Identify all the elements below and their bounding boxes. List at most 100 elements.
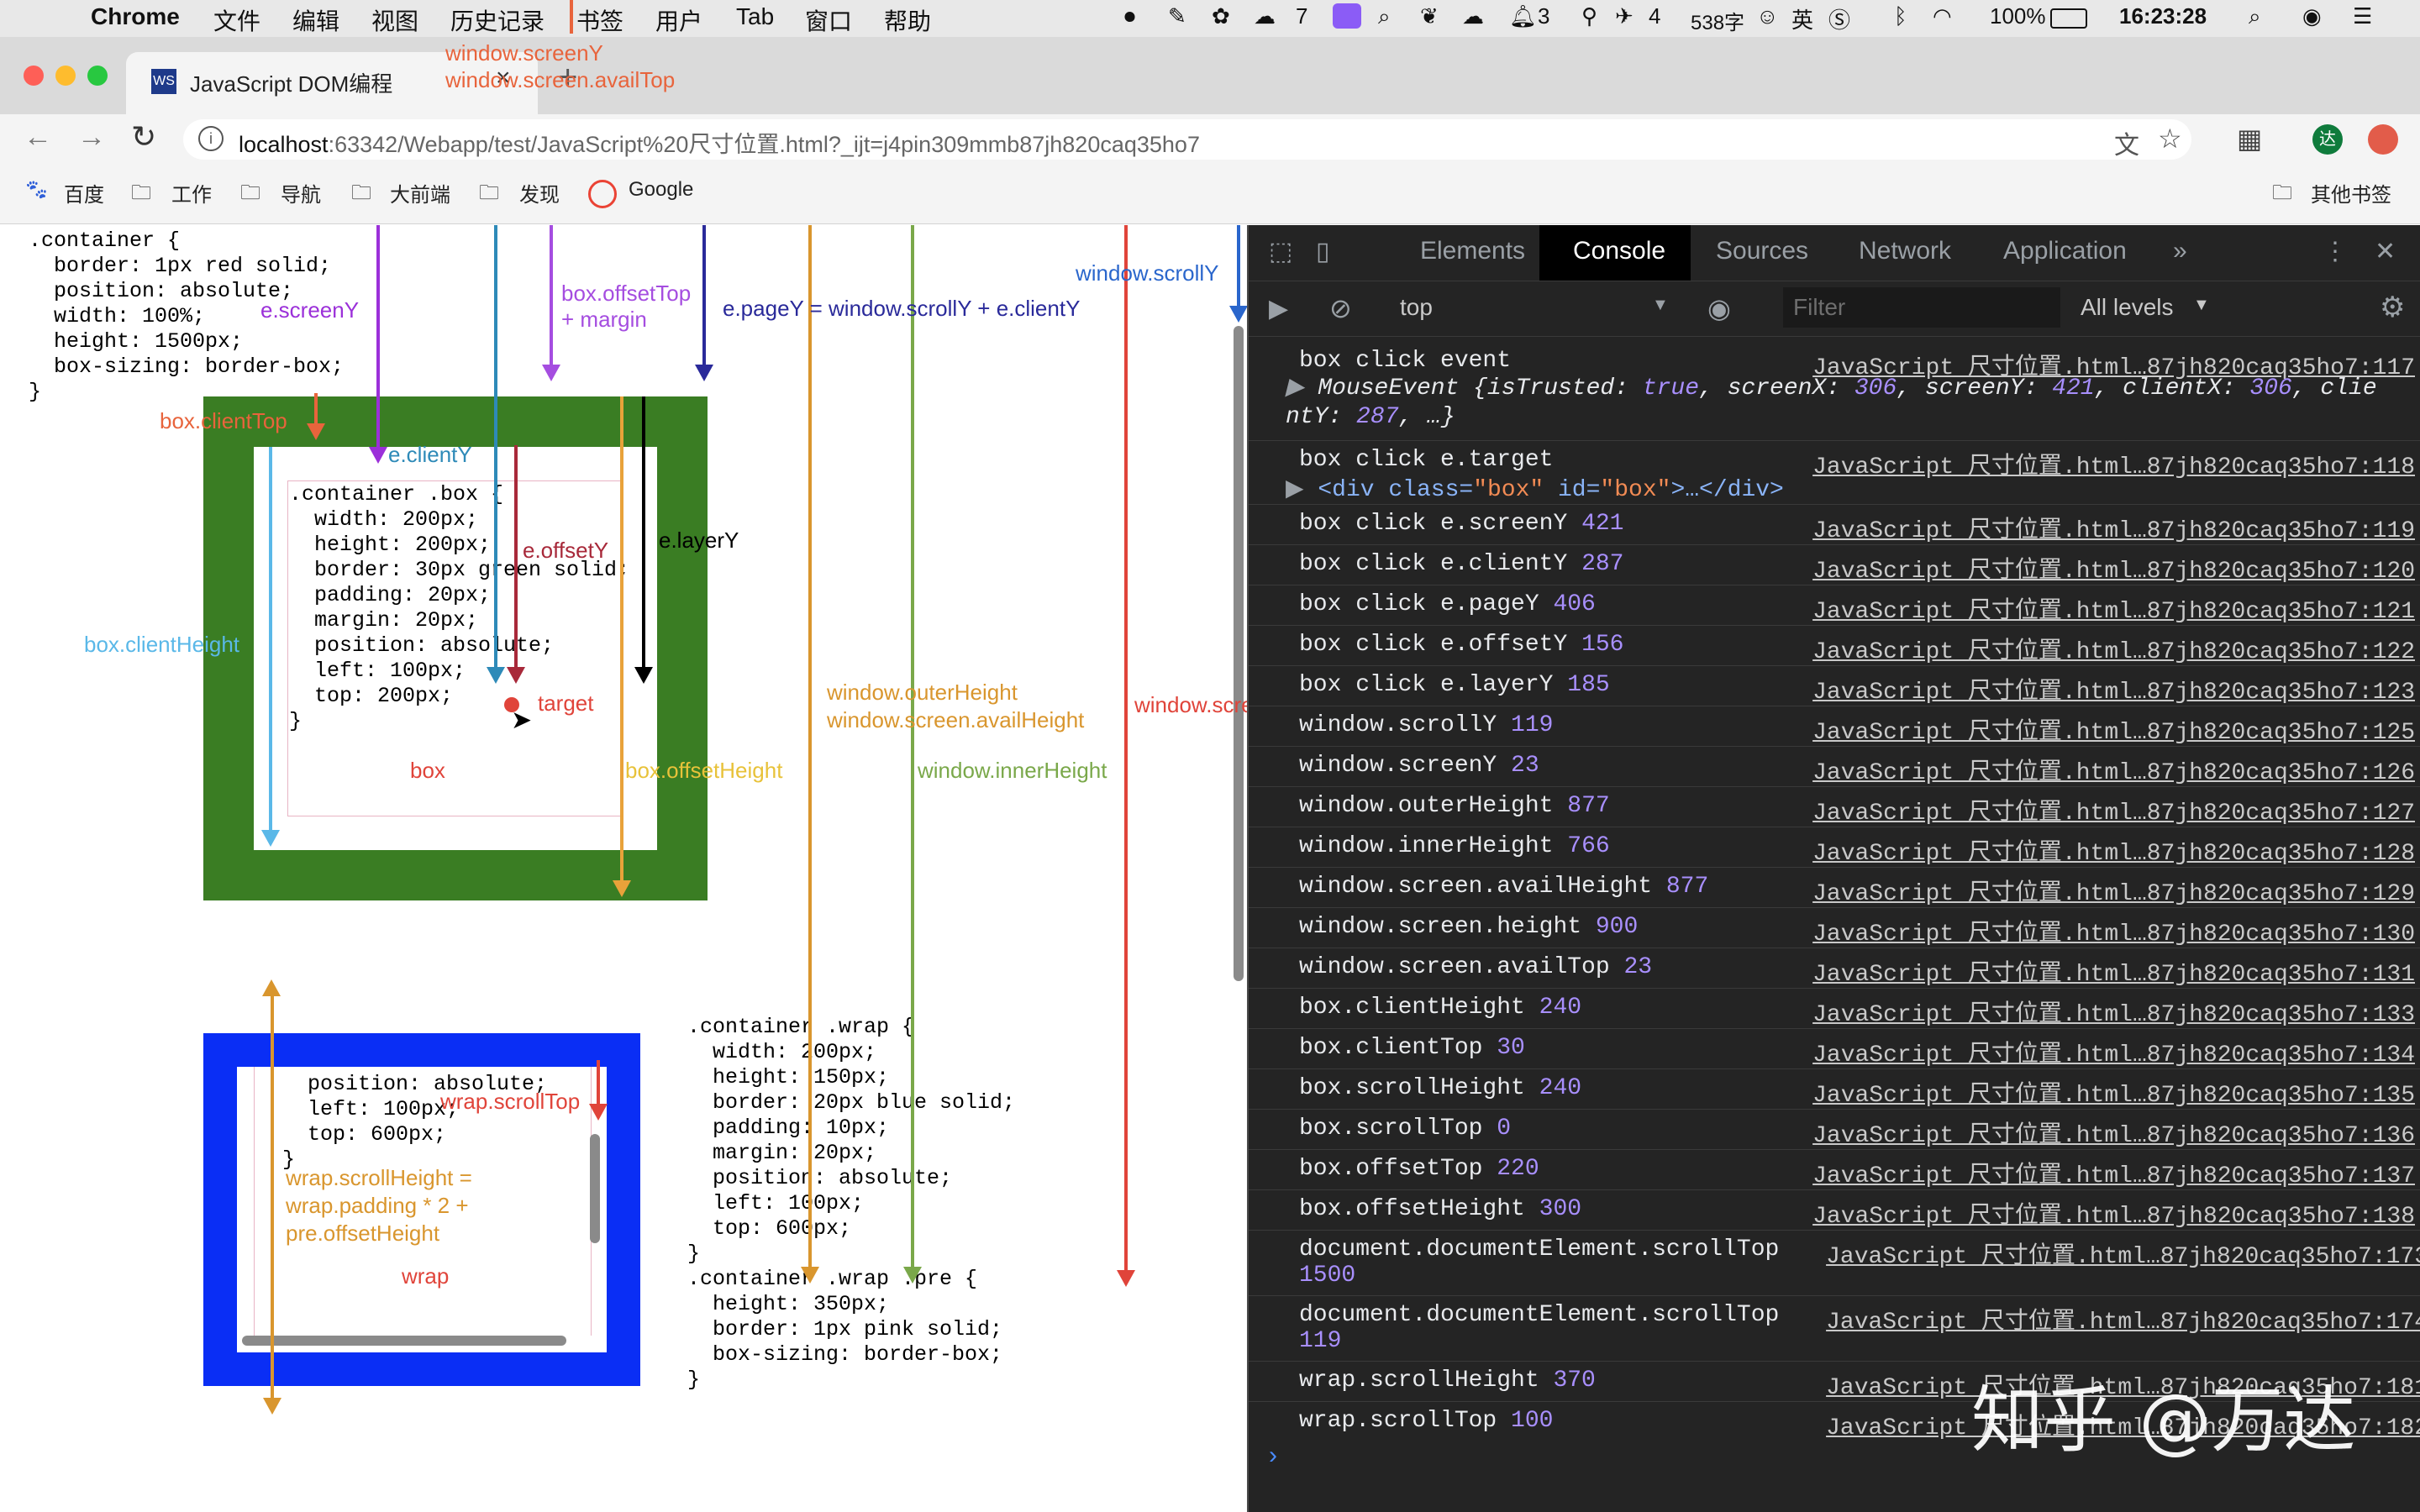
- tab-elements[interactable]: Elements: [1420, 237, 1526, 265]
- console-source-link[interactable]: JavaScript 尺寸位置.html…87jh820caq35ho7:174: [1826, 1310, 2420, 1336]
- forward-icon[interactable]: →: [77, 121, 106, 153]
- box-element[interactable]: [203, 396, 708, 900]
- page-scrollbar[interactable]: [1234, 326, 1244, 981]
- wifi-icon[interactable]: ◠: [1933, 3, 1952, 29]
- bookmark-work[interactable]: 工作: [171, 184, 212, 207]
- profile-avatar[interactable]: [2368, 124, 2398, 155]
- console-source-link[interactable]: JavaScript 尺寸位置.html…87jh820caq35ho7:119: [1812, 518, 2415, 544]
- console-source-link[interactable]: JavaScript 尺寸位置.html…87jh820caq35ho7:125: [1812, 720, 2415, 746]
- info-icon[interactable]: i: [198, 126, 224, 151]
- console-source-link[interactable]: JavaScript 尺寸位置.html…87jh820caq35ho7:129: [1812, 881, 2415, 907]
- tab-close-icon[interactable]: ×: [496, 64, 511, 92]
- console-source-link[interactable]: JavaScript 尺寸位置.html…87jh820caq35ho7:120: [1812, 559, 2415, 585]
- bookmark-baidu[interactable]: 百度: [64, 184, 104, 207]
- console-source-link[interactable]: JavaScript 尺寸位置.html…87jh820caq35ho7:126: [1812, 760, 2415, 786]
- leaf-icon[interactable]: ❦: [1420, 3, 1439, 29]
- bell-icon[interactable]: 🔔︎: [1509, 3, 1538, 29]
- menu-view[interactable]: 视图: [371, 8, 419, 34]
- console-source-link[interactable]: JavaScript 尺寸位置.html…87jh820caq35ho7:182: [1826, 1415, 2420, 1441]
- click-target-dot[interactable]: [504, 697, 519, 712]
- levels-dropdown-icon[interactable]: ▼: [2193, 296, 2210, 314]
- kebab-menu-icon[interactable]: ⋮: [2323, 238, 2348, 265]
- console-source-link[interactable]: JavaScript 尺寸位置.html…87jh820caq35ho7:181: [1826, 1375, 2420, 1401]
- wrap-hscrollbar[interactable]: [242, 1336, 566, 1346]
- menu-help[interactable]: 帮助: [884, 8, 932, 34]
- record-icon[interactable]: ⏺: [1124, 3, 1136, 29]
- console-prompt-icon[interactable]: ›: [1269, 1441, 1277, 1469]
- clear-console-icon[interactable]: ⊘: [1329, 293, 1352, 323]
- console-source-link[interactable]: JavaScript 尺寸位置.html…87jh820caq35ho7:122: [1812, 639, 2415, 665]
- bookmark-nav[interactable]: 导航: [281, 184, 321, 207]
- console-source-link[interactable]: JavaScript 尺寸位置.html…87jh820caq35ho7:131: [1812, 962, 2415, 988]
- console-source-link[interactable]: JavaScript 尺寸位置.html…87jh820caq35ho7:134: [1812, 1042, 2415, 1068]
- control-center-icon[interactable]: ☰: [2353, 3, 2373, 29]
- app-badge-icon[interactable]: [1333, 3, 1361, 29]
- context-select[interactable]: top: [1400, 294, 1433, 320]
- input-method[interactable]: 英: [1791, 8, 1814, 33]
- device-toolbar-icon[interactable]: ▯: [1316, 238, 1330, 265]
- menu-history[interactable]: 历史记录: [450, 8, 545, 34]
- console-filter-input[interactable]: Filter: [1783, 287, 2060, 328]
- spotlight-icon[interactable]: ⌕: [2249, 3, 2261, 29]
- clock[interactable]: 16:23:28: [2119, 3, 2207, 29]
- cloud-icon[interactable]: ☁: [1462, 3, 1484, 29]
- console-source-link[interactable]: JavaScript 尺寸位置.html…87jh820caq35ho7:135: [1812, 1083, 2415, 1109]
- minimize-window-icon[interactable]: [55, 66, 76, 86]
- console-source-link[interactable]: JavaScript 尺寸位置.html…87jh820caq35ho7:137: [1812, 1163, 2415, 1189]
- mouseevent-preview[interactable]: ▶ MouseEvent {isTrusted: true, screenX: …: [1286, 375, 2395, 432]
- zoom-window-icon[interactable]: [87, 66, 108, 86]
- wechat-icon[interactable]: ☁: [1254, 3, 1276, 29]
- context-dropdown-icon[interactable]: ▼: [1652, 296, 1669, 314]
- console-source-link[interactable]: JavaScript 尺寸位置.html…87jh820caq35ho7:173: [1826, 1244, 2420, 1270]
- edit-app-icon[interactable]: ✎: [1168, 3, 1186, 29]
- bluetooth-icon[interactable]: ᛒ: [1894, 3, 1907, 29]
- extension-icon[interactable]: 达: [2312, 124, 2343, 155]
- tab-console[interactable]: Console: [1573, 237, 1666, 265]
- siri-icon[interactable]: ◉: [2302, 3, 2322, 29]
- fan-icon[interactable]: ✿: [1212, 3, 1230, 29]
- live-expression-eye-icon[interactable]: ◉: [1707, 293, 1731, 323]
- tab-active[interactable]: WS JavaScript DOM编程 ×: [126, 52, 538, 114]
- more-tabs-icon[interactable]: »: [2173, 237, 2187, 265]
- wrap-element[interactable]: [203, 1033, 640, 1386]
- inspect-element-icon[interactable]: ⬚: [1269, 238, 1293, 265]
- wrap-vscrollbar[interactable]: [590, 1134, 600, 1243]
- reload-icon[interactable]: ↻: [131, 119, 157, 154]
- bookmark-discover[interactable]: 发现: [519, 184, 560, 207]
- battery-icon[interactable]: [2050, 8, 2087, 29]
- tab-application[interactable]: Application: [2003, 237, 2127, 265]
- menu-tab[interactable]: Tab: [736, 3, 775, 29]
- console-source-link[interactable]: JavaScript 尺寸位置.html…87jh820caq35ho7:128: [1812, 841, 2415, 867]
- qr-code-icon[interactable]: ▦: [2237, 123, 2263, 154]
- console-source-link[interactable]: JavaScript 尺寸位置.html…87jh820caq35ho7:121: [1812, 599, 2415, 625]
- bird-icon[interactable]: ✈: [1615, 3, 1634, 29]
- menu-app-name[interactable]: Chrome: [91, 3, 180, 29]
- s-app-icon[interactable]: Ⓢ: [1828, 8, 1851, 33]
- close-devtools-icon[interactable]: ✕: [2375, 238, 2396, 265]
- show-sidebar-icon[interactable]: ▶: [1269, 295, 1289, 323]
- console-source-link[interactable]: JavaScript 尺寸位置.html…87jh820caq35ho7:118: [1812, 454, 2415, 480]
- menu-edit[interactable]: 编辑: [292, 8, 340, 34]
- menu-window[interactable]: 窗口: [805, 8, 853, 34]
- back-icon[interactable]: ←: [24, 121, 52, 153]
- pin-icon[interactable]: ⚲: [1581, 3, 1598, 29]
- menu-user[interactable]: 用户: [655, 8, 703, 34]
- target-node-preview[interactable]: ▶ <div class="box" id="box">…</div>: [1286, 474, 2395, 503]
- console-settings-gear-icon[interactable]: ⚙: [2380, 291, 2406, 323]
- magnifier-app-icon[interactable]: ⌕: [1378, 3, 1391, 29]
- smile-icon[interactable]: ☺: [1756, 3, 1779, 29]
- tab-sources[interactable]: Sources: [1716, 237, 1809, 265]
- close-window-icon[interactable]: [24, 66, 44, 86]
- console-source-link[interactable]: JavaScript 尺寸位置.html…87jh820caq35ho7:130: [1812, 921, 2415, 948]
- console-source-link[interactable]: JavaScript 尺寸位置.html…87jh820caq35ho7:123: [1812, 680, 2415, 706]
- menu-bookmarks[interactable]: 书签: [576, 8, 624, 34]
- address-bar[interactable]: i localhost:63342/Webapp/test/JavaScript…: [183, 119, 2191, 160]
- bookmark-google[interactable]: Google: [629, 178, 694, 201]
- console-source-link[interactable]: JavaScript 尺寸位置.html…87jh820caq35ho7:133: [1812, 1002, 2415, 1028]
- console-source-link[interactable]: JavaScript 尺寸位置.html…87jh820caq35ho7:117: [1812, 355, 2415, 381]
- new-tab-icon[interactable]: +: [558, 59, 578, 96]
- console-source-link[interactable]: JavaScript 尺寸位置.html…87jh820caq35ho7:136: [1812, 1123, 2415, 1149]
- wrap-inner[interactable]: [237, 1067, 607, 1352]
- console-source-link[interactable]: JavaScript 尺寸位置.html…87jh820caq35ho7:127: [1812, 801, 2415, 827]
- other-bookmarks[interactable]: 其他书签: [2311, 184, 2391, 207]
